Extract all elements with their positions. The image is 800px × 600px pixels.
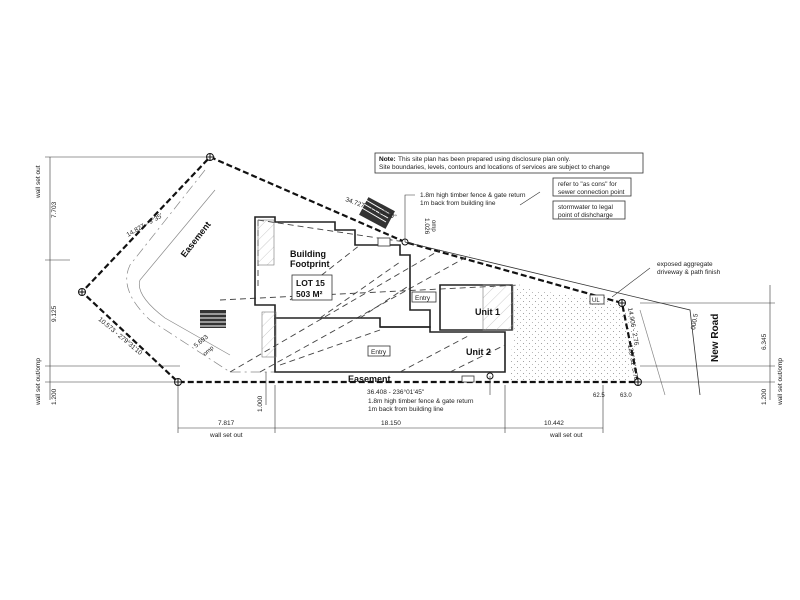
unit1-label: Unit 1 (475, 307, 500, 317)
bottom-dim-right-label: wall set out (549, 432, 583, 439)
note-label: Note: (379, 156, 396, 163)
bottom-dim-left-label: wall set out (209, 432, 243, 439)
right-dim-upper: 6.345 (761, 333, 768, 350)
driveway-area (510, 287, 640, 382)
stairs-left (200, 310, 226, 328)
road-edge (404, 241, 701, 396)
entry-label-1: Entry (415, 295, 431, 302)
building-footprint-label-2: Footprint (290, 259, 330, 269)
dim-ramp-top: 1.026 (423, 218, 430, 235)
note-text: This site plan has been prepared using d… (398, 156, 570, 163)
note-text-2: Site boundaries, levels, contours and lo… (379, 164, 610, 171)
new-road-label: New Road (710, 314, 721, 362)
stormwater-callout-1: stormwater to legal (558, 204, 613, 211)
lot-number: LOT 15 (296, 278, 325, 288)
building-footprint-label-1: Building (290, 249, 326, 259)
stormwater-callout-2: point of dishcharge (558, 212, 613, 219)
sewer-callout-2: sewer connection point (558, 189, 625, 196)
level-a: 62.5 (593, 393, 605, 399)
fence-callout-bottom-1: 1.8m high timber fence & gate return (368, 398, 474, 405)
dim-bottom-left: 10.573 - 279°31'10 (97, 315, 144, 357)
dim-ramp-top-sub: omp (430, 220, 436, 232)
left-dim-mid: 9.125 (51, 305, 58, 322)
entry-label-2: Entry (371, 349, 387, 356)
fence-callout-top-2: 1m back from building line (420, 200, 496, 207)
bottom-dim-vertical: 1.000 (257, 395, 264, 412)
dim-ramp-left-sub: omp (202, 345, 215, 358)
dim-top-left: 14.827 - 9°35' (125, 212, 164, 239)
right-dim-label: wall set out/omp (777, 358, 784, 406)
dim-ramp-left: 5.693 (193, 333, 210, 349)
sewer-callout-box (552, 177, 632, 197)
stairs-top (359, 197, 395, 229)
ul-label: UL (592, 298, 600, 304)
unit2-label: Unit 2 (466, 347, 491, 357)
dim-road-span: 000.5 (690, 313, 700, 331)
left-dim-label-bottom: wall set out/omp (35, 358, 42, 406)
unit2-outline (274, 318, 506, 373)
right-dim-bottom: 1.200 (761, 388, 768, 405)
left-dim-label-top: wall set out (35, 165, 42, 199)
sewer-callout-1: refer to "as cons" for (558, 181, 618, 188)
fence-callout-bottom-2: 1m back from building line (368, 406, 444, 413)
level-b: 63.0 (620, 393, 632, 399)
bottom-dim-mid: 18.150 (381, 420, 401, 427)
left-dimension-line (45, 156, 215, 400)
stormwater-callout-box (552, 200, 626, 220)
bottom-dim-right: 10.442 (544, 420, 564, 427)
building-outline (254, 216, 431, 328)
lot-box (291, 274, 333, 301)
right-dimension-line (640, 285, 775, 400)
fence-callout-top-1: 1.8m high timber fence & gate return (420, 192, 526, 199)
lot-area: 503 M² (296, 289, 323, 299)
easement-left-label: Easement (179, 220, 213, 260)
easement-bottom-label: Easement (348, 374, 391, 384)
dim-bottom: 36.408 - 236°01'45" (367, 388, 425, 396)
bottom-dim-left: 7.817 (218, 420, 235, 427)
easement-outline (126, 169, 440, 373)
driveway-callout-1: exposed aggregate (657, 261, 713, 268)
bottom-dimension-line (177, 372, 604, 433)
driveway-callout-2: driveway & path finish (657, 269, 721, 276)
left-dim-top: 7.703 (51, 201, 58, 218)
note-box (374, 152, 644, 174)
left-dim-bottom: 1.200 (51, 388, 58, 405)
